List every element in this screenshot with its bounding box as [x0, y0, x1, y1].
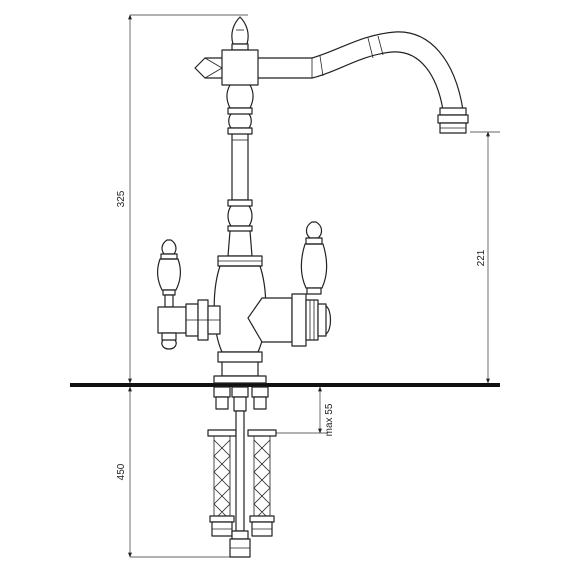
- spout: [254, 31, 469, 134]
- dimension-label-450: 450: [116, 463, 127, 480]
- left-lever-handle: [156, 239, 187, 350]
- dimension-450: 450: [116, 386, 232, 558]
- dimension-max-55: max 55: [272, 386, 335, 436]
- valve-body: [213, 255, 267, 384]
- dimension-325: 325: [116, 14, 248, 384]
- top-finial: [231, 16, 249, 51]
- dimension-label-221: 221: [476, 249, 487, 266]
- hose-middle: [229, 386, 251, 558]
- right-lever-handle: [300, 221, 328, 295]
- dimension-221: 221: [470, 131, 500, 384]
- body-hub: [194, 49, 259, 86]
- right-valve-nose: [247, 293, 332, 347]
- faucet-column: [226, 84, 254, 257]
- hose-right: [247, 386, 277, 537]
- hose-left: [207, 386, 237, 537]
- dimension-label-325: 325: [116, 190, 127, 207]
- dimension-label-max-55: max 55: [324, 403, 335, 436]
- left-side-connector: [185, 299, 221, 341]
- countertop-line: [70, 383, 500, 387]
